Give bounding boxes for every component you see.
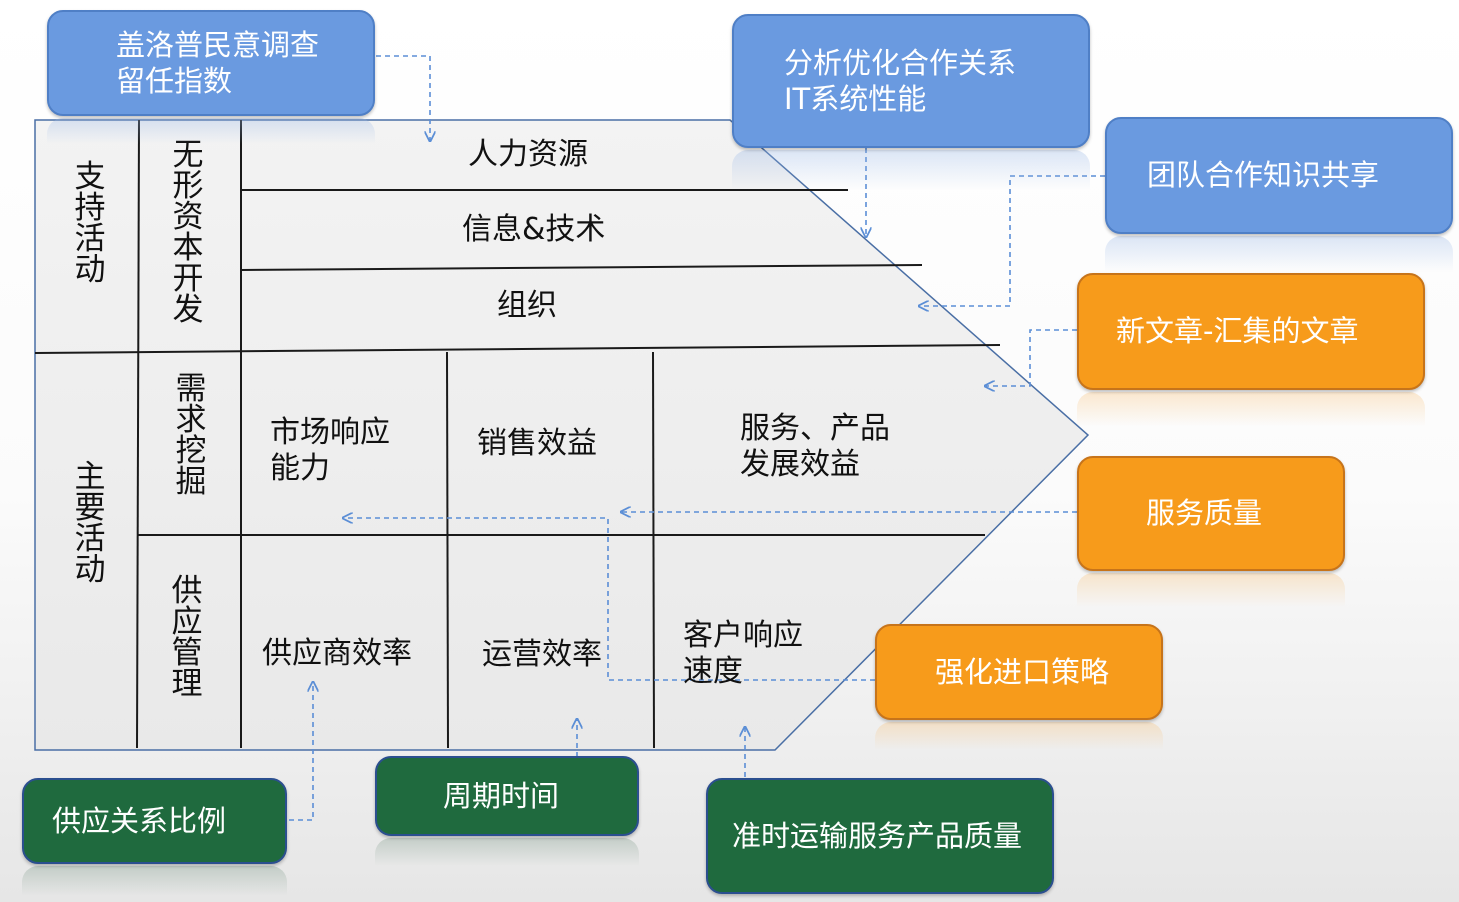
reflection (22, 866, 287, 896)
divider-primary-col-1 (446, 351, 449, 749)
intangible-asset-label: 无形资本开发 (172, 137, 204, 328)
reflection (732, 150, 1090, 190)
callout-service-quality: 服务质量 (1077, 456, 1345, 571)
reflection (875, 722, 1163, 750)
callout-it-analysis: 分析优化合作关系 IT系统性能 (732, 14, 1090, 148)
support-row-org: 组织 (497, 288, 557, 323)
callout-new-articles-text: 新文章-汇集的文章 (1116, 314, 1359, 349)
support-row-hr: 人力资源 (468, 137, 588, 172)
connector-import-strategy (344, 518, 875, 681)
divider-support-row-2 (240, 264, 923, 271)
callout-supply-ratio: 供应关系比例 (22, 778, 287, 864)
callout-service-quality-text: 服务质量 (1146, 496, 1263, 531)
callout-it-analysis-text: 分析优化合作关系 IT系统性能 (784, 45, 1017, 116)
support-activities-label: 支持活动 (74, 159, 106, 288)
reflection (1077, 392, 1425, 426)
callout-cycle-time: 周期时间 (375, 756, 639, 836)
reflection (1077, 573, 1345, 607)
reflection (47, 118, 375, 144)
callout-gallup: 盖洛普民意调查 留任指数 (47, 10, 375, 116)
cell-market-response: 市场响应 能力 (270, 415, 390, 486)
cell-customer-response: 客户响应 速度 (683, 618, 803, 689)
value-chain-outline (34, 119, 1090, 751)
callout-import-strategy: 强化进口策略 (875, 624, 1163, 720)
callout-ontime-delivery: 准时运输服务产品质量 (706, 778, 1054, 894)
support-row-it: 信息&技术 (462, 212, 606, 247)
cell-sales-benefit: 销售效益 (477, 426, 597, 461)
divider-label-col (136, 119, 140, 749)
demand-mining-label: 需求挖掘 (175, 371, 207, 500)
callout-new-articles: 新文章-汇集的文章 (1077, 273, 1425, 390)
reflection (1105, 236, 1453, 272)
supply-management-label: 供应管理 (171, 573, 203, 702)
callout-team-sharing: 团队合作知识共享 (1105, 117, 1453, 234)
cell-operation-efficiency: 运营效率 (482, 637, 602, 672)
cell-service-product-benefit: 服务、产品 发展效益 (740, 411, 890, 482)
callout-team-sharing-text: 团队合作知识共享 (1147, 158, 1380, 193)
callout-import-strategy-text: 强化进口策略 (935, 654, 1110, 689)
callout-ontime-delivery-text: 准时运输服务产品质量 (732, 818, 1023, 853)
reflection (375, 838, 639, 866)
callout-supply-ratio-text: 供应关系比例 (52, 803, 227, 838)
connector-gallup (376, 55, 430, 140)
divider-support-primary (34, 344, 1001, 354)
callout-cycle-time-text: 周期时间 (443, 778, 560, 813)
primary-activities-label: 主要活动 (74, 459, 106, 588)
callout-gallup-text: 盖洛普民意调查 留任指数 (116, 27, 320, 98)
divider-primary-col-2 (652, 351, 655, 749)
connector-new-articles (986, 329, 1077, 386)
connector-team-sharing (920, 175, 1105, 306)
cell-supplier-efficiency: 供应商效率 (262, 636, 412, 671)
